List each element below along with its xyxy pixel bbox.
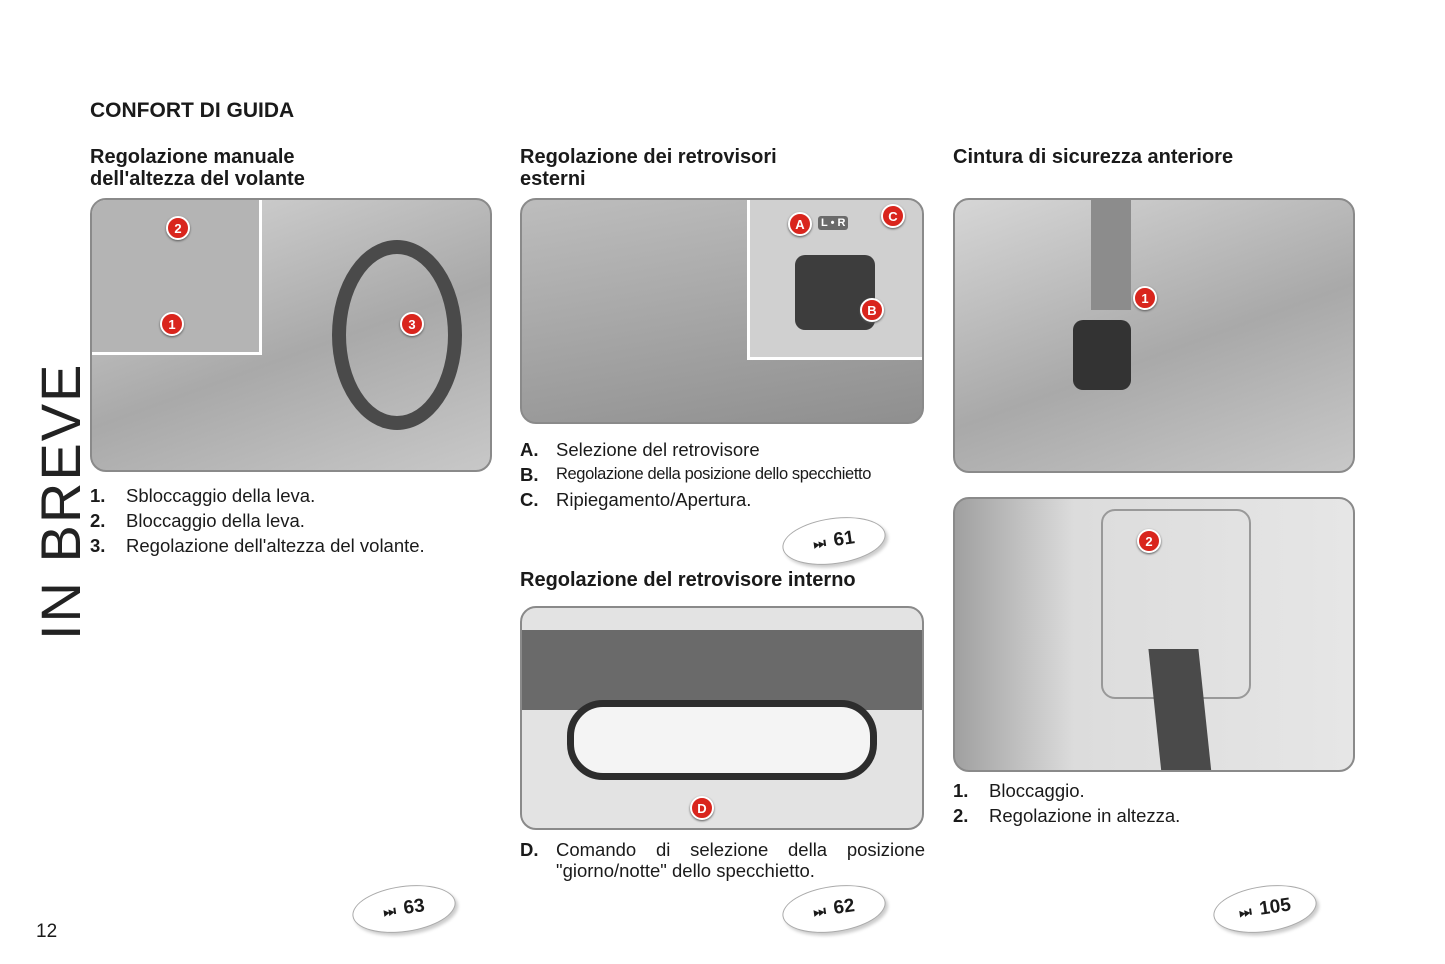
list-item: 3.Regolazione dell'altezza del volante. [90,535,425,556]
headliner [522,630,922,710]
marker-1: 1 [1133,286,1157,310]
seatbelt-height-illustration: 2 [953,497,1355,772]
skip-forward-icon: ⏭ [812,901,827,920]
marker-B: B [860,298,884,322]
mirror-legend: A.Selezione del retrovisore B.Regolazion… [520,437,871,512]
list-item: A.Selezione del retrovisore [520,439,760,460]
section-title: CONFORT DI GUIDA [90,99,295,122]
seatbelt-legend: 1.Bloccaggio. 2.Regolazione in altezza. [953,778,1180,828]
list-item: 2.Regolazione in altezza. [953,805,1181,826]
page-ref-62[interactable]: ⏭62 [779,878,889,940]
marker-D: D [690,796,714,820]
belt-tongue [1091,200,1131,310]
seatbelt-buckle-illustration: 1 [953,198,1355,473]
list-item: B.Regolazione della posizione dello spec… [520,464,871,485]
title-line: Regolazione dei retrovisori [520,146,777,168]
control-inset: A B C L • R [747,200,922,360]
page-number: 12 [36,921,58,942]
marker-A: A [788,212,812,236]
list-item: C.Ripiegamento/Apertura. [520,489,752,510]
marker-2: 2 [1137,529,1161,553]
interior-mirror-title: Regolazione del retrovisore interno [520,569,856,591]
list-item: 2.Bloccaggio della leva. [90,510,305,531]
marker-1: 1 [160,312,184,336]
seatbelt-title: Cintura di sicurezza anteriore [953,146,1234,168]
list-item: 1.Sbloccaggio della leva. [90,485,316,506]
side-chapter-label: IN BREVE [29,362,92,640]
exterior-mirror-illustration: A B C L • R [520,198,924,424]
rearview-mirror [567,700,877,780]
skip-forward-icon: ⏭ [1237,902,1253,921]
marker-C: C [881,204,905,228]
list-item: 1.Bloccaggio. [953,780,1085,801]
list-item: D.Comando di selezione della posizione "… [520,839,925,881]
steering-adjust-illustration: 2 1 3 [90,198,492,472]
title-line: dell'altezza del volante [90,168,305,190]
title-line: esterni [520,168,586,190]
marker-3: 3 [400,312,424,336]
interior-mirror-legend: D.Comando di selezione della posizione "… [520,839,925,881]
skip-forward-icon: ⏭ [382,901,397,920]
page-ref-61[interactable]: ⏭61 [779,510,889,572]
switch-label: L • R [818,216,849,230]
steering-legend: 1.Sbloccaggio della leva. 2.Bloccaggio d… [90,483,425,558]
marker-2: 2 [166,216,190,240]
page-ref-105[interactable]: ⏭105 [1210,878,1320,940]
steering-wheel [332,240,462,430]
skip-forward-icon: ⏭ [812,533,827,552]
buckle [1073,320,1131,390]
page-ref-63[interactable]: ⏭63 [349,878,459,940]
title-line: Regolazione manuale [90,146,295,168]
interior-mirror-illustration: D [520,606,924,830]
